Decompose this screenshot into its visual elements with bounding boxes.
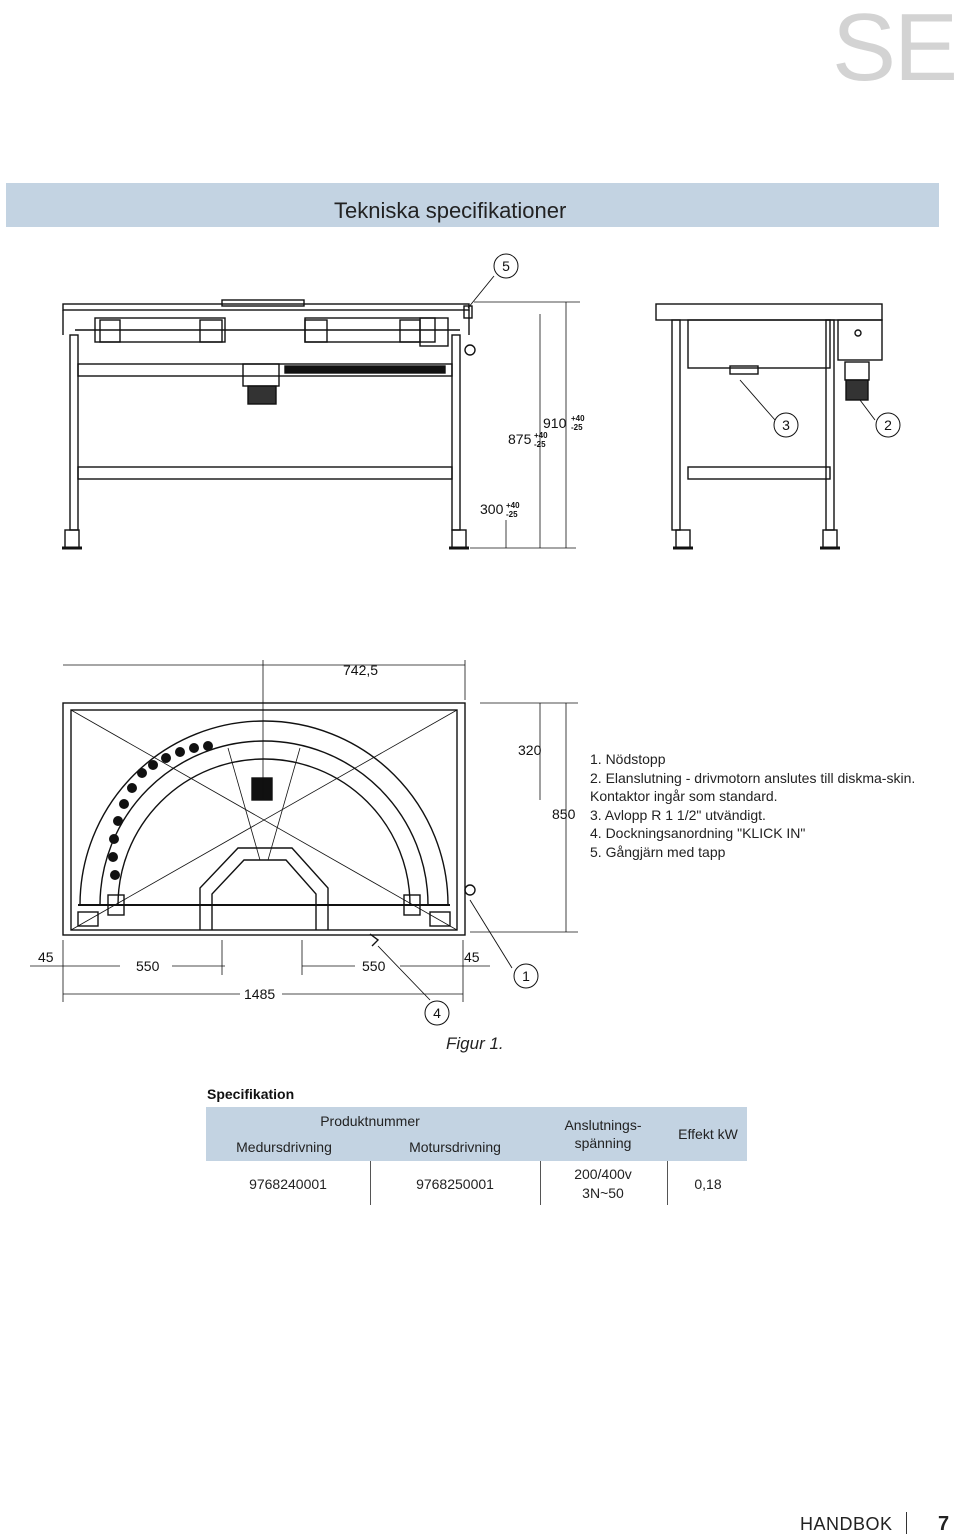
dim-910-tol-plus: +40 (571, 414, 585, 423)
spec-title: Specifikation (207, 1086, 295, 1102)
legend-list: 1. Nödstopp 2. Elanslutning - drivmotorn… (590, 750, 920, 861)
cell-clockwise: 9768240001 (249, 1176, 327, 1192)
cell-power: 0,18 (694, 1176, 722, 1192)
dim-875-tol-minus: -25 (534, 440, 546, 449)
dim-1485: 1485 (244, 986, 275, 1002)
top-view (30, 660, 578, 1002)
callout-1-label: 1 (522, 968, 530, 984)
dim-320: 320 (518, 742, 542, 758)
header-voltage-line2: spänning (574, 1135, 632, 1151)
legend-item: 3. Avlopp R 1 1/2" utvändigt. (590, 806, 766, 823)
header-power: Effekt kW (678, 1126, 738, 1142)
callout-2-label: 2 (884, 417, 892, 433)
table-divider (667, 1161, 668, 1205)
title-band: Tekniska specifikationer (6, 183, 939, 227)
footer-label: HANDBOK (800, 1514, 893, 1534)
conveyor-chain (108, 741, 213, 880)
spec-header-band (206, 1107, 747, 1161)
dim-45-right: 45 (464, 949, 480, 965)
table-divider (540, 1161, 541, 1205)
callout-4-label: 4 (433, 1005, 441, 1021)
header-voltage-line1: Anslutnings- (564, 1117, 642, 1133)
dim-300: 300 (480, 501, 504, 517)
callout-4 (424, 1000, 450, 1026)
legend-item: 2. Elanslutning - drivmotorn anslutes ti… (590, 769, 916, 805)
dim-875: 875 (508, 431, 532, 447)
legend-item: 5. Gångjärn med tapp (590, 843, 726, 860)
dim-550-right: 550 (362, 958, 386, 974)
callout-circles (424, 253, 901, 1026)
callout-5-label: 5 (502, 258, 510, 274)
language-tag: SE (831, 0, 958, 101)
callout-2 (875, 412, 901, 438)
dim-300-tol-plus: +40 (506, 501, 520, 510)
dim-45-left: 45 (38, 949, 54, 965)
legend-item: 1. Nödstopp (590, 751, 666, 767)
dim-910: 910 (543, 415, 567, 431)
dim-875-tol-plus: +40 (534, 431, 548, 440)
front-view (62, 299, 580, 550)
header-counterclockwise: Motursdrivning (409, 1139, 501, 1155)
technical-drawing: 5 3 2 1 4 910 +40 -25 875 +40 -25 300 +4… (30, 253, 901, 1026)
dim-910-tol-minus: -25 (571, 423, 583, 432)
callout-3-label: 3 (782, 417, 790, 433)
table-divider (370, 1161, 371, 1205)
side-view (655, 303, 883, 550)
header-product-number: Produktnummer (320, 1113, 420, 1129)
figure-caption: Figur 1. (446, 1034, 504, 1053)
cell-counterclockwise: 9768250001 (416, 1176, 494, 1192)
dim-550-left: 550 (136, 958, 160, 974)
cell-voltage-line2: 3N~50 (582, 1185, 624, 1201)
callout-5 (493, 253, 519, 279)
callout-3 (773, 412, 799, 438)
cell-voltage-line1: 200/400v (574, 1166, 632, 1182)
dim-300-tol-minus: -25 (506, 510, 518, 519)
footer-separator (906, 1512, 907, 1534)
callout-1 (513, 963, 539, 989)
page-title: Tekniska specifikationer (334, 198, 567, 223)
dim-850: 850 (552, 806, 576, 822)
header-clockwise: Medursdrivning (236, 1139, 332, 1155)
legend-item: 4. Dockningsanordning "KLICK IN" (590, 825, 806, 841)
dim-742-5: 742,5 (343, 662, 378, 678)
page-number: 7 (938, 1513, 950, 1535)
